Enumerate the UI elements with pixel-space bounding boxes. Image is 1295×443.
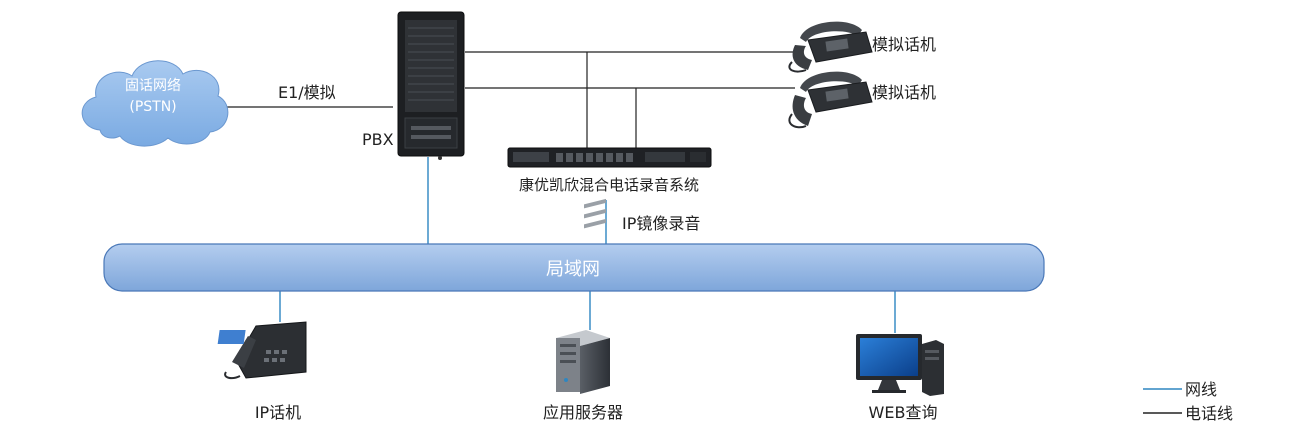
analog-phone-1-label: 模拟话机 bbox=[872, 35, 936, 54]
pstn-cloud: 固话网络 (PSTN) bbox=[81, 60, 229, 147]
server-label: 应用服务器 bbox=[543, 403, 623, 422]
pbx-label: PBX bbox=[362, 130, 394, 149]
analog-phone-1: 模拟话机 bbox=[788, 21, 936, 73]
lan-label: 局域网 bbox=[546, 259, 600, 280]
legend-network-label: 网线 bbox=[1185, 380, 1217, 399]
legend: 网线 电话线 bbox=[1143, 380, 1233, 423]
e1-link-label: E1/模拟 bbox=[278, 83, 336, 102]
ip-phone-label: IP话机 bbox=[255, 403, 301, 422]
app-server: 应用服务器 bbox=[543, 198, 623, 422]
recorder-ports bbox=[556, 153, 633, 162]
cloud-label-line1: 固话网络 bbox=[125, 78, 181, 94]
analog-phone-icon bbox=[788, 71, 873, 129]
web-label: WEB查询 bbox=[869, 403, 938, 422]
phone-lines bbox=[210, 51, 795, 149]
analog-phone-2-label: 模拟话机 bbox=[872, 83, 936, 102]
analog-phone-2: 模拟话机 bbox=[788, 71, 936, 129]
lan-bar bbox=[103, 243, 1045, 292]
cloud-icon bbox=[81, 60, 229, 147]
pbx-lower-module bbox=[404, 117, 458, 149]
pbx-front-panel bbox=[405, 20, 457, 112]
recorder-unit bbox=[507, 147, 712, 168]
web-pc: WEB查询 bbox=[856, 334, 944, 422]
pbx-cabinet bbox=[397, 11, 465, 160]
pbx-base-dot bbox=[438, 156, 442, 160]
pbx-rack-slots bbox=[408, 27, 454, 101]
ip-phone: IP话机 bbox=[217, 321, 307, 422]
server-icon bbox=[556, 198, 610, 394]
ip-phone-icon bbox=[217, 321, 307, 380]
legend-phone-label: 电话线 bbox=[1185, 404, 1233, 423]
ip-mirror-label: IP镜像录音 bbox=[622, 214, 700, 233]
recorder-label: 康优凯欣混合电话录音系统 bbox=[519, 176, 699, 194]
computer-icon bbox=[856, 334, 944, 396]
lan-bus: 局域网 bbox=[103, 243, 1045, 292]
analog-phone-icon bbox=[788, 21, 873, 73]
cloud-label-line2: (PSTN) bbox=[129, 99, 176, 115]
